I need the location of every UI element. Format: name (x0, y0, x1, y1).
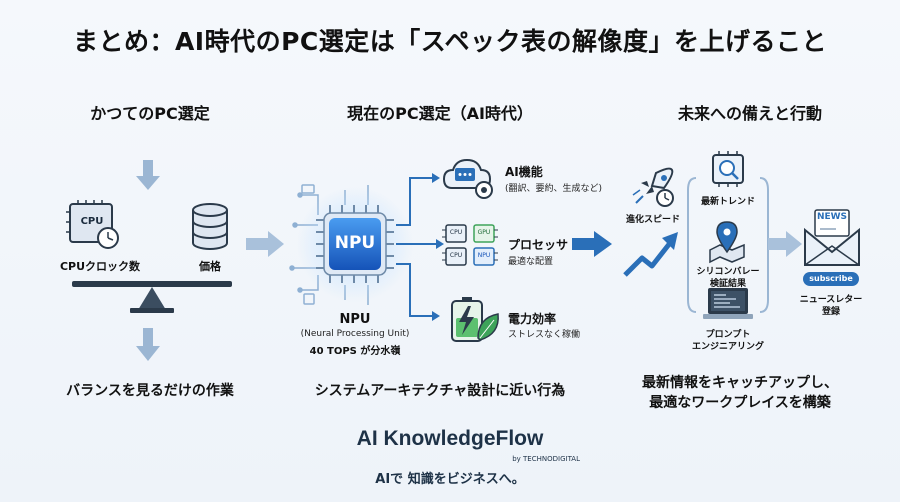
npu-connectors (396, 177, 436, 317)
processor-sub: 最適な配置 (508, 257, 554, 267)
present-caption: システムアーキテクチャ設計に近い行為 (314, 383, 566, 399)
processor-chips-icon (442, 224, 498, 266)
silicon-label-1: シリコンバレー (696, 267, 760, 277)
trend-arrow-icon (623, 232, 678, 277)
prompt-label-1: プロンプト (705, 330, 751, 340)
cpu-clock-label: CPUクロック数 (59, 260, 141, 273)
npu-name: NPU (339, 312, 371, 327)
npu-chip-icon (297, 186, 413, 302)
npu-chip-label: NPU (334, 233, 376, 253)
proc-chip-3: CPU (449, 252, 463, 259)
npu-fullname: (Neural Processing Unit) (300, 329, 410, 339)
arrow-to-newsletter (768, 231, 802, 257)
newsletter-envelope-icon (803, 209, 860, 286)
subscribe-button[interactable]: subscribe (809, 274, 853, 283)
speed-label: 進化スピード (625, 215, 680, 225)
power-sub: ストレスなく稼働 (508, 330, 581, 340)
proc-chip-1: CPU (449, 229, 463, 236)
heading-past: かつてのPC選定 (90, 104, 210, 123)
cpu-chip-label: CPU (80, 216, 104, 227)
battery-leaf-icon (451, 297, 499, 342)
news-badge: NEWS (816, 212, 848, 222)
arrow-past-to-present (246, 231, 284, 257)
down-arrow-bottom (136, 328, 160, 361)
laptop-code-icon (703, 288, 753, 319)
price-label: 価格 (199, 260, 221, 273)
proc-chip-2: GPU (477, 229, 491, 236)
ai-feature-sub: (翻訳、要約、生成など) (505, 184, 603, 194)
down-arrow-top (136, 160, 160, 190)
past-caption: バランスを見るだけの作業 (66, 383, 234, 399)
heading-future: 未来への備えと行動 (677, 104, 822, 123)
brand-name: AI KnowledgeFlow (356, 427, 544, 450)
brand-by: by TECHNODIGITAL (512, 455, 580, 463)
silicon-label-2: 検証結果 (709, 279, 746, 289)
future-caption-1: 最新情報をキャッチアップし、 (642, 375, 838, 391)
newsletter-label-2: 登録 (821, 307, 840, 317)
chip-magnifier-icon (712, 151, 744, 187)
cloud-gear-icon (442, 158, 493, 199)
power-title: 電力効率 (508, 312, 557, 326)
balance-scale-icon (72, 281, 232, 313)
prompt-label-2: エンジニアリング (691, 342, 764, 352)
heading-present: 現在のPC選定（AI時代） (347, 104, 533, 123)
arrow-present-to-future (572, 231, 612, 257)
cpu-chip-icon (66, 200, 119, 249)
trend-label: 最新トレンド (700, 197, 755, 207)
future-caption-2: 最適なワークプレイスを構築 (649, 395, 831, 411)
npu-tops: 40 TOPS が分水嶺 (309, 346, 401, 357)
processor-title: プロセッサ (508, 238, 569, 252)
page-title: まとめ：AI時代のPC選定は「スペック表の解像度」を上げること (72, 27, 828, 56)
brand-tagline: AIで 知識をビジネスへ。 (375, 472, 525, 487)
newsletter-label-1: ニュースレター (799, 295, 863, 305)
map-pin-icon (709, 221, 745, 264)
proc-chip-4: NPU (477, 252, 491, 259)
ai-feature-title: AI機能 (505, 165, 543, 179)
rocket-icon (632, 167, 674, 207)
coin-stack-icon (192, 203, 228, 250)
